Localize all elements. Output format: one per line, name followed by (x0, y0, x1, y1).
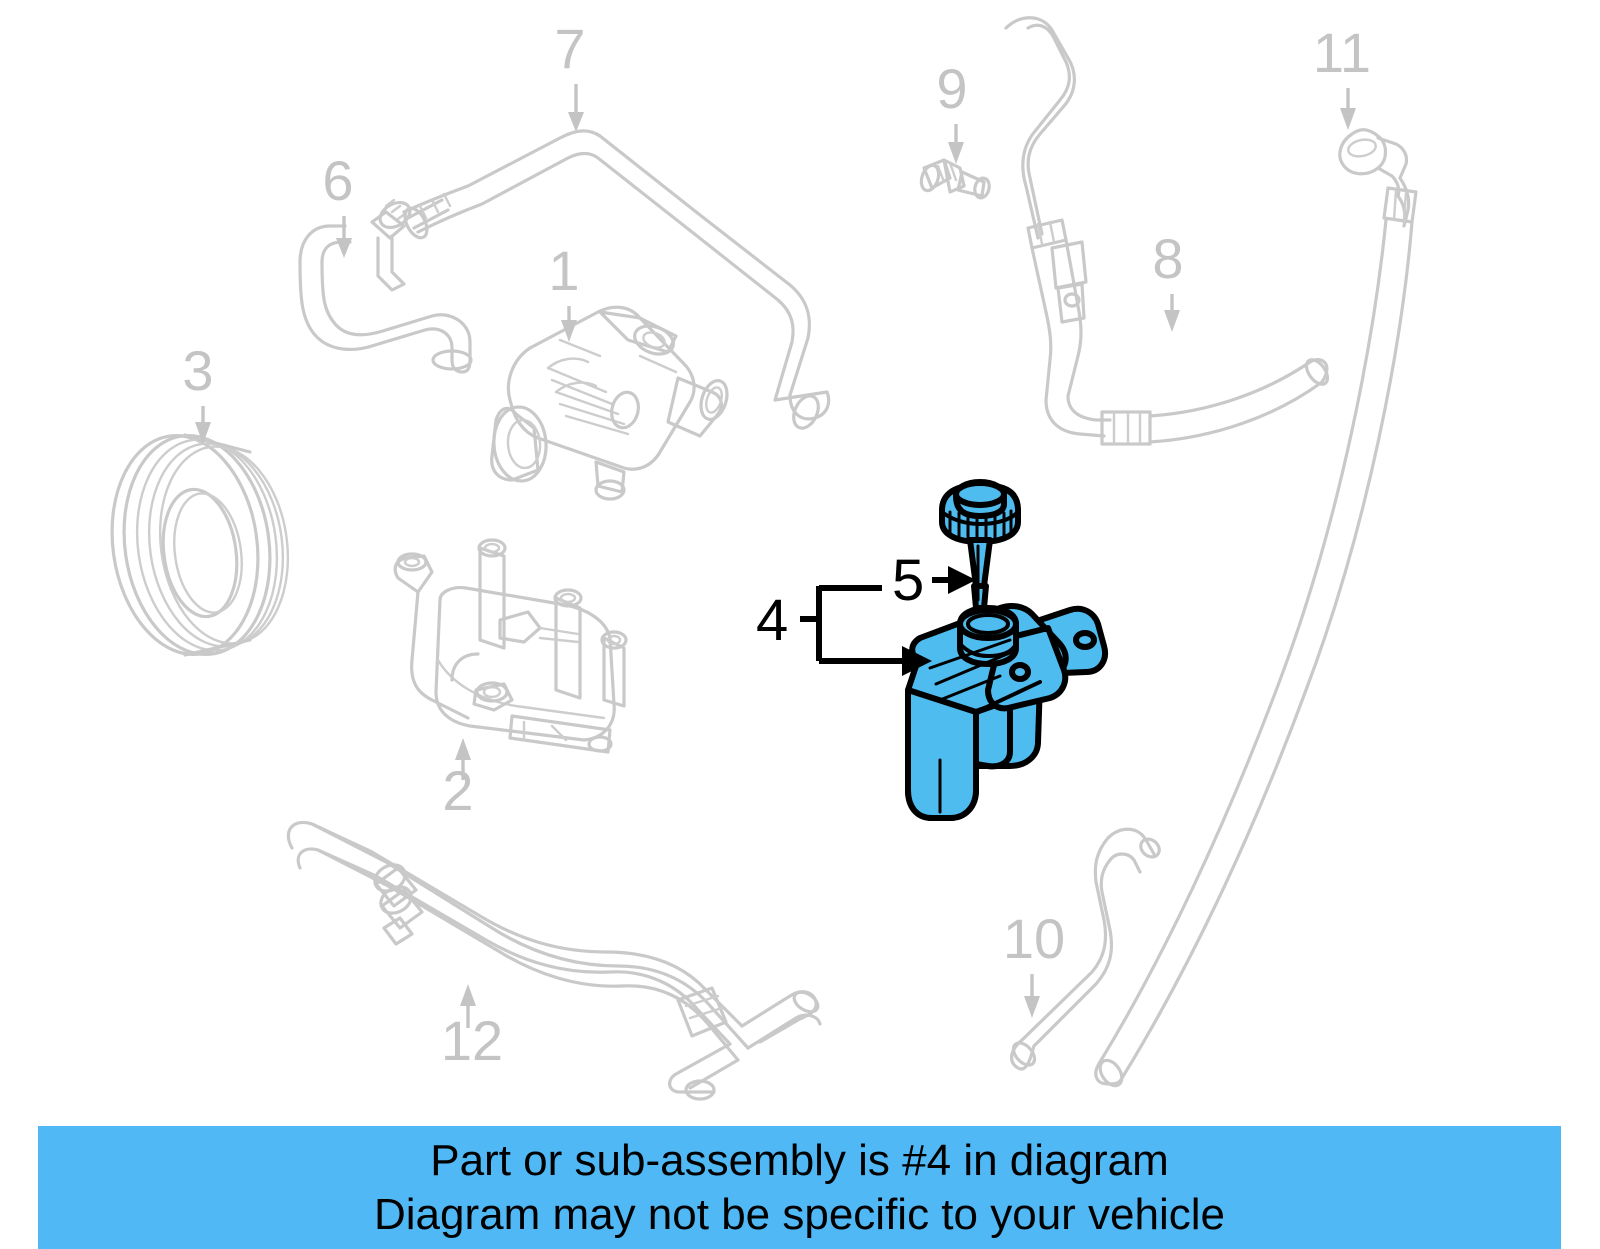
callout-7: 7 (554, 17, 586, 132)
callout-2: 2 (442, 738, 474, 822)
callout-8-label: 8 (1152, 227, 1183, 290)
callout-7-label: 7 (554, 17, 585, 80)
callout-8: 8 (1152, 227, 1184, 332)
callout-10: 10 (1003, 907, 1065, 1018)
part-3-pulley (110, 433, 290, 657)
part-1-power-steering-pump (490, 305, 729, 501)
callout-11-label: 11 (1313, 21, 1371, 84)
callout-1: 1 (548, 239, 580, 342)
part-9-pressure-switch (919, 158, 991, 200)
callout-11: 11 (1313, 21, 1371, 130)
callout-9-label: 9 (936, 57, 967, 120)
part-11-banjo-fitting-line (1094, 128, 1418, 1088)
callout-6: 6 (322, 149, 354, 258)
callout-2-label: 2 (442, 759, 473, 822)
info-banner: Part or sub-assembly is #4 in diagram Di… (38, 1126, 1561, 1249)
part-10-lower-return-hose (1010, 827, 1161, 1071)
callout-4-5-bracket: 4 5 (756, 548, 976, 676)
callout-12: 12 (441, 984, 503, 1072)
callout-6-label: 6 (322, 149, 353, 212)
part-12-cooler-line-assembly (286, 820, 822, 1101)
part-5-reservoir-cap-dipstick (939, 479, 1021, 635)
callout-3-label: 3 (182, 339, 213, 402)
callout-4-label: 4 (756, 588, 788, 653)
banner-line-1: Part or sub-assembly is #4 in diagram (430, 1135, 1169, 1185)
callout-10-label: 10 (1003, 907, 1065, 970)
part-2-mounting-bracket (393, 538, 628, 754)
banner-line-2: Diagram may not be specific to your vehi… (373, 1189, 1226, 1239)
part-6-suction-line (298, 198, 473, 374)
callout-5-label: 5 (892, 548, 924, 613)
callout-12-label: 12 (441, 1009, 503, 1072)
part-4-fluid-reservoir (905, 603, 1108, 821)
callout-3: 3 (182, 339, 214, 444)
part-8-return-hose (1004, 16, 1330, 446)
callout-9: 9 (936, 57, 968, 164)
callout-1-label: 1 (548, 239, 579, 302)
part-7-upper-pressure-hose (402, 129, 831, 430)
